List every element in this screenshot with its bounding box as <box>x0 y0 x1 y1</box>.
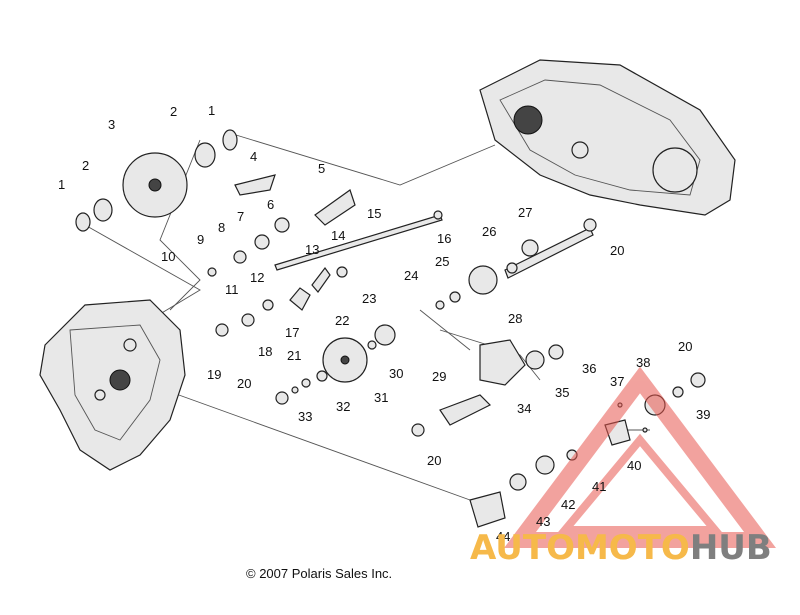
callout-label: 32 <box>336 399 350 414</box>
callout-label: 14 <box>331 228 345 243</box>
callout-label: 23 <box>362 291 376 306</box>
callout-label: 21 <box>287 348 301 363</box>
callout-label: 27 <box>518 205 532 220</box>
callout-label: 25 <box>435 254 449 269</box>
callout-label: 20 <box>237 376 251 391</box>
callout-label: 36 <box>582 361 596 376</box>
callout-label: 3 <box>108 117 115 132</box>
callout-label: 41 <box>592 479 606 494</box>
callout-label: 30 <box>389 366 403 381</box>
callout-label: 29 <box>432 369 446 384</box>
callout-label: 4 <box>250 149 257 164</box>
callout-label: 8 <box>218 220 225 235</box>
callout-label: 13 <box>305 242 319 257</box>
watermark-logo: AUTOMOTOHUB <box>470 528 772 568</box>
watermark-text-secondary: HUB <box>689 528 772 568</box>
callout-label: 15 <box>367 206 381 221</box>
callout-numbers: 1 2 3 1 2 4 5 6 7 8 9 10 11 12 13 14 15 … <box>58 103 710 544</box>
callout-label: 11 <box>225 282 239 297</box>
callout-label: 24 <box>404 268 418 283</box>
callout-label: 37 <box>610 374 624 389</box>
callout-label: 38 <box>636 355 650 370</box>
callout-label: 6 <box>267 197 274 212</box>
callout-label: 34 <box>517 401 531 416</box>
callout-label: 2 <box>170 104 177 119</box>
callout-label: 17 <box>285 325 299 340</box>
callout-label: 31 <box>374 390 388 405</box>
callout-label: 19 <box>207 367 221 382</box>
callout-label: 1 <box>58 177 65 192</box>
watermark-triangle <box>504 366 776 548</box>
callout-label: 20 <box>427 453 441 468</box>
callout-label: 26 <box>482 224 496 239</box>
callout-label: 22 <box>335 313 349 328</box>
callout-label: 44 <box>496 529 510 544</box>
right-transmission-case <box>479 59 736 216</box>
parts <box>75 129 706 528</box>
callout-label: 12 <box>250 270 264 285</box>
left-transmission-case <box>39 299 186 471</box>
callout-label: 7 <box>237 209 244 224</box>
callout-label: 2 <box>82 158 89 173</box>
watermark-text-primary: AUTOMOTO <box>470 528 690 568</box>
callout-label: 16 <box>437 231 451 246</box>
callout-label: 1 <box>208 103 215 118</box>
callout-label: 5 <box>318 161 325 176</box>
callout-label: 42 <box>561 497 575 512</box>
callout-label: 9 <box>197 232 204 247</box>
callout-label: 39 <box>696 407 710 422</box>
callout-label: 43 <box>536 514 550 529</box>
callout-label: 18 <box>258 344 272 359</box>
callout-label: 40 <box>627 458 641 473</box>
callout-label: 28 <box>508 311 522 326</box>
callout-label: 33 <box>298 409 312 424</box>
copyright-notice: © 2007 Polaris Sales Inc. <box>246 566 393 581</box>
callout-label: 20 <box>610 243 624 258</box>
callout-label: 20 <box>678 339 692 354</box>
callout-label: 10 <box>161 249 175 264</box>
callout-label: 35 <box>555 385 569 400</box>
